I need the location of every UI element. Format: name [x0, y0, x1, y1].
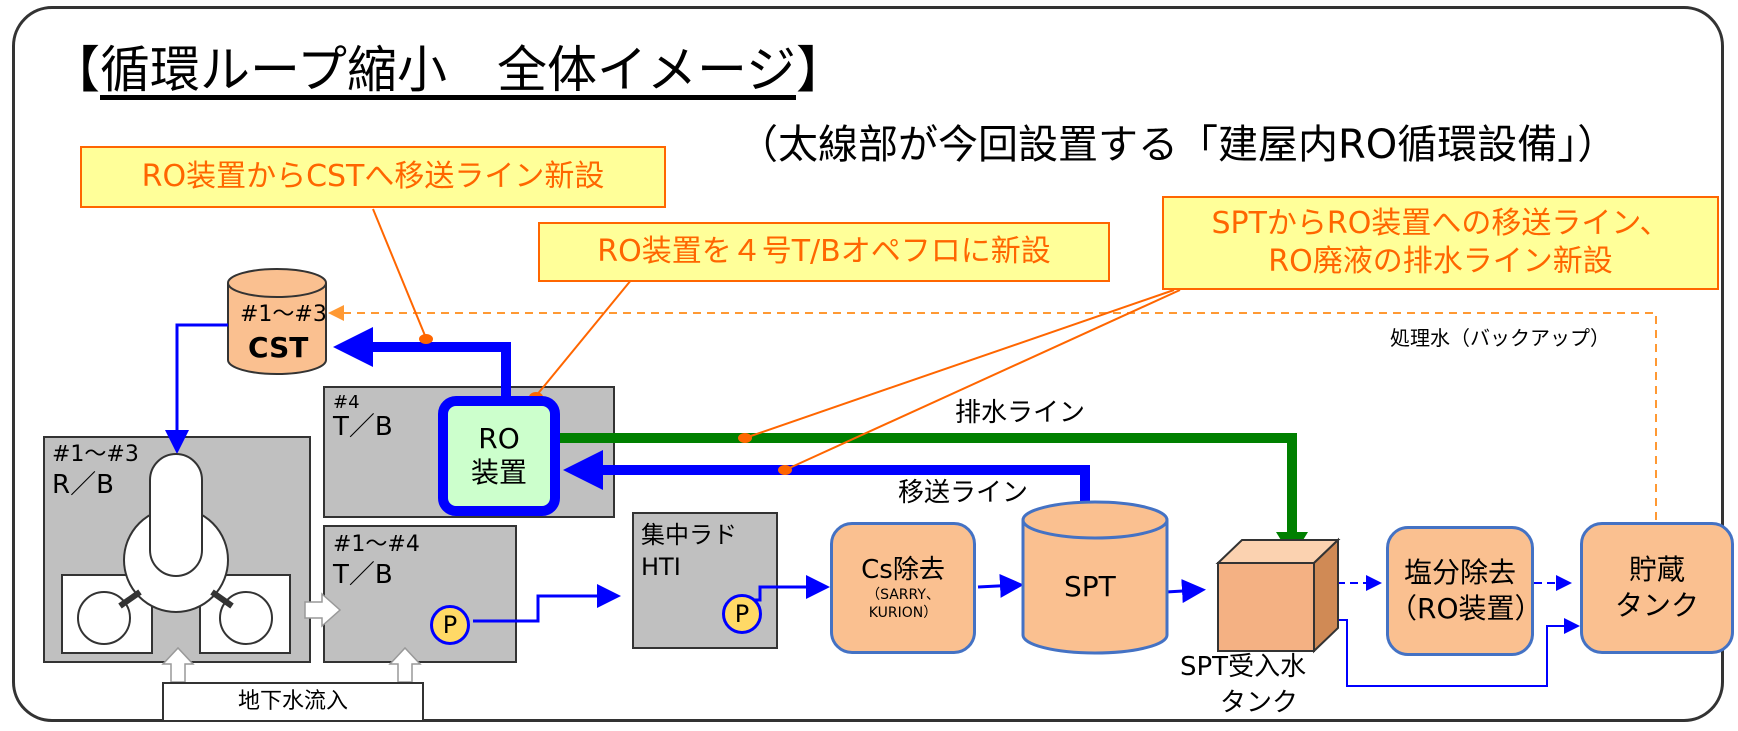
drain-line-label: 排水ライン — [955, 398, 1086, 428]
rb-label-units: #1～#3 — [52, 442, 139, 467]
cst-to-rb-line — [165, 323, 228, 454]
cs-removal-label: Cs除去 — [861, 555, 945, 585]
cst-label: CST — [248, 331, 309, 364]
title-bracket-close: 】 — [796, 41, 846, 99]
bypass-line — [1315, 618, 1580, 687]
callout-ro-install: RO装置を４号T/Bオペフロに新設 — [538, 222, 1110, 282]
subtitle: （太線部が今回設置する「建屋内RO循環設備」） — [738, 122, 1618, 168]
salt-removal-unit: 塩分除去 （RO装置） — [1386, 526, 1543, 656]
callout-ro-to-cst: RO装置からCSTへ移送ライン新設 — [80, 146, 666, 208]
ro-unit-label2: 装置 — [470, 456, 527, 489]
storage-tank-label2: タンク — [1614, 589, 1699, 622]
salt-removal-label: 塩分除去 — [1403, 556, 1516, 589]
building-tb14 — [323, 525, 517, 663]
page-title: 【循環ループ縮小 全体イメージ】 — [50, 30, 846, 102]
reactor-schematic — [61, 453, 291, 654]
callout-spt-to-ro: SPTからRO装置への移送ライン、 RO廃液の排水ライン新設 — [1162, 196, 1719, 290]
cs-removal-sub2: KURION） — [868, 605, 938, 621]
cs-removal-unit: Cs除去 （SARRY、 KURION） — [830, 522, 976, 654]
spt-label: SPT — [1064, 570, 1116, 603]
salt-removal-sub: （RO装置） — [1389, 592, 1543, 625]
groundwater-box: 地下水流入 — [162, 682, 424, 722]
cst-tank — [227, 268, 327, 375]
cs-removal-sub1: （SARRY、 — [866, 587, 940, 603]
treated-water-label: 処理水（バックアップ） — [1390, 326, 1610, 350]
storage-tank-label1: 貯蔵 — [1628, 553, 1685, 586]
tb14-label-units: #1～#4 — [333, 532, 420, 557]
rb-label: R／B — [52, 470, 114, 500]
building-hti — [632, 512, 778, 649]
ro-unit: RO 装置 — [438, 396, 560, 516]
storage-tank: 貯蔵 タンク — [1580, 522, 1734, 654]
tb4-label-unit: #4 — [333, 392, 360, 413]
drain-line — [560, 433, 1297, 535]
callout-spt-to-ro-line1: SPTからRO装置への移送ライン、 — [1211, 206, 1670, 241]
pump-tb: P — [430, 605, 470, 645]
spt-to-tank-line — [1165, 579, 1206, 604]
spt-receiving-tank — [1215, 537, 1341, 654]
spt-tank-label2: タンク — [1220, 688, 1299, 718]
callout-leaders — [372, 208, 1181, 471]
transfer-line-label: 移送ライン — [898, 478, 1029, 508]
title-bracket-open: 【 — [50, 41, 100, 99]
slide-frame — [12, 6, 1724, 722]
tb-to-hti-line — [473, 584, 621, 623]
ro-unit-label1: RO — [478, 422, 520, 455]
cs-to-spt-line — [977, 573, 1024, 598]
hti-to-cs-line — [745, 575, 830, 602]
pump-hti: P — [722, 594, 762, 634]
spt-tank — [1021, 500, 1169, 655]
cst-label-units: #1～#3 — [240, 302, 327, 327]
hti-label-name: 集中ラド — [641, 521, 737, 549]
callout-spt-to-ro-line2: RO廃液の排水ライン新設 — [1268, 244, 1613, 279]
ro-to-cst-line — [333, 327, 511, 398]
hti-label: HTI — [641, 553, 681, 581]
tb14-label: T／B — [333, 560, 393, 590]
spt-tank-label1: SPT受入水 — [1180, 652, 1307, 682]
groundwater-arrows — [161, 592, 422, 683]
tb4-label: T／B — [333, 412, 393, 442]
title-text: 循環ループ縮小 全体イメージ — [100, 41, 796, 99]
